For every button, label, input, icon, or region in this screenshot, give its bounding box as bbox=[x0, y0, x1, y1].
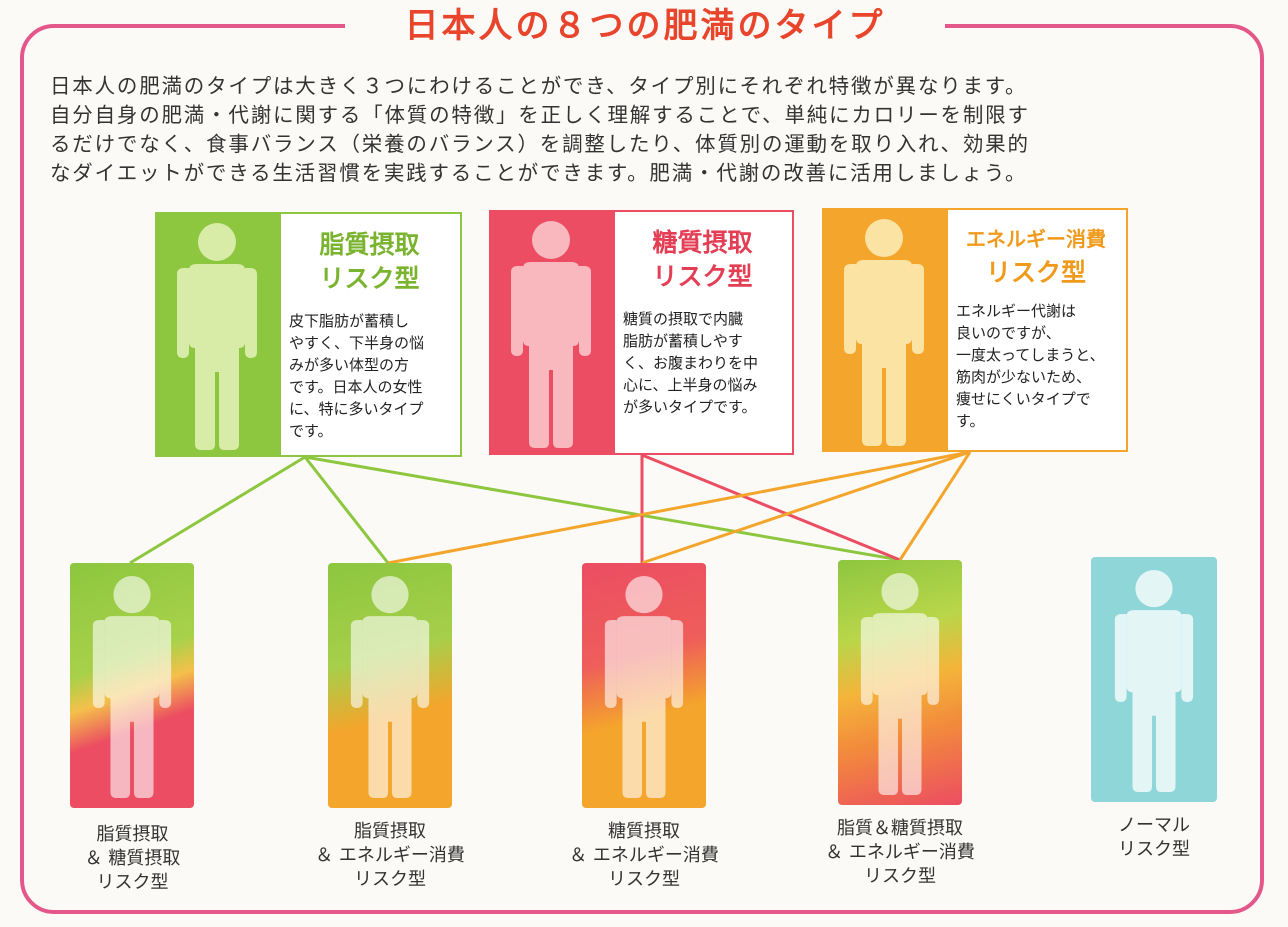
person-icon bbox=[1114, 569, 1194, 793]
combo-caption: 脂質＆糖質摂取＆ エネルギー消費リスク型 bbox=[825, 818, 975, 887]
person-icon bbox=[844, 219, 924, 446]
connector-line bbox=[303, 456, 390, 564]
person-icon bbox=[860, 572, 940, 796]
card-description: エネルギー代謝は良いのですが、一度太ってしまうと、 筋肉が少ないため、痩せにくい… bbox=[956, 302, 1105, 430]
person-icon bbox=[511, 221, 591, 448]
card-description: 糖質の摂取で内臓脂肪が蓄積しやすく、お腹まわりを中 心に、上半身の悩みが多いタイ… bbox=[623, 310, 759, 416]
intro-line: るだけでなく、食事バランス（栄養のバランス）を調整したり、体質別の運動を取り入れ… bbox=[50, 132, 1030, 156]
title-area: 日本人の８つの肥満のタイプ bbox=[345, 4, 945, 48]
card-description: 皮下脂肪が蓄積しやすく、下半身の悩みが多い体型の方 です。日本人の女性に、特に多… bbox=[289, 312, 425, 440]
card-title: 糖質摂取 リスク型 bbox=[652, 228, 753, 291]
page-title: 日本人の８つの肥満のタイプ bbox=[404, 6, 886, 46]
person-icon bbox=[350, 575, 430, 799]
combo-caption: 糖質摂取＆ エネルギー消費リスク型 bbox=[569, 821, 719, 890]
connector-line bbox=[641, 450, 971, 565]
person-icon bbox=[177, 223, 257, 450]
card-title: 脂質摂取 リスク型 bbox=[319, 230, 420, 293]
card-title: エネルギー消費 リスク型 bbox=[966, 227, 1106, 287]
connector-line bbox=[387, 450, 971, 565]
connector-line bbox=[129, 455, 306, 565]
intro-line: なダイエットができる生活習慣を実践することができます。肥満・代謝の改善に活用しま… bbox=[50, 161, 1028, 185]
intro-text: 日本人の肥満のタイプは大きく３つにわけることができ、タイプ別にそれぞれ特徴が異な… bbox=[50, 72, 1240, 188]
connector-line bbox=[304, 455, 901, 562]
combo-caption: 脂質摂取＆ 糖質摂取リスク型 bbox=[84, 824, 181, 893]
combo-caption: 脂質摂取＆ エネルギー消費リスク型 bbox=[315, 821, 465, 890]
connector-line bbox=[898, 451, 972, 561]
intro-line: 自分自身の肥満・代謝に関する「体質の特徴」を正しく理解することで、単純にカロリー… bbox=[50, 103, 1030, 127]
person-icon bbox=[92, 575, 172, 799]
connector-line bbox=[641, 453, 901, 562]
combo-caption: ノーマルリスク型 bbox=[1118, 815, 1190, 860]
intro-line: 日本人の肥満のタイプは大きく３つにわけることができ、タイプ別にそれぞれ特徴が異な… bbox=[50, 74, 1028, 98]
person-icon bbox=[604, 575, 684, 799]
